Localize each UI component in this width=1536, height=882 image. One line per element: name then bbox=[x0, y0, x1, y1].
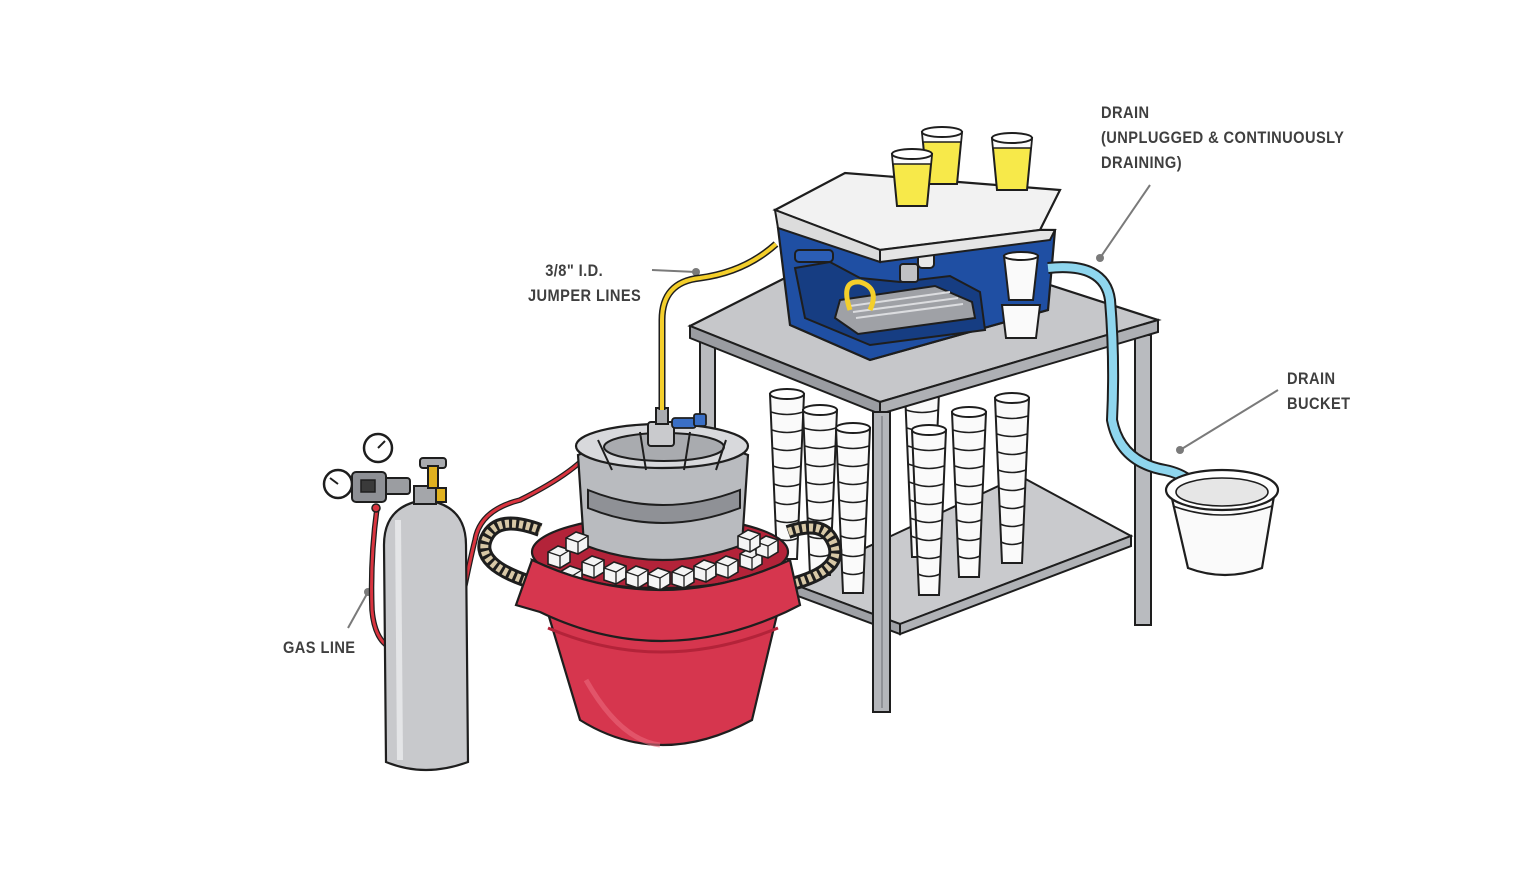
drain-label-line-3: DRAINING) bbox=[1101, 153, 1183, 172]
gas-line-label-line-1: GAS LINE bbox=[283, 638, 356, 657]
ice-tub-front bbox=[514, 557, 802, 748]
jumper-line bbox=[658, 241, 779, 410]
leader-lines bbox=[347, 184, 1279, 629]
drain-label: DRAIN (UNPLUGGED & CONTINUOUSLY DRAINING… bbox=[1101, 100, 1344, 175]
beer-keg bbox=[574, 407, 750, 562]
jumper-lines-label-line-1: 3/8" I.D. bbox=[545, 261, 604, 280]
jumper-lines-label: 3/8" I.D. JUMPER LINES bbox=[528, 258, 641, 308]
co2-tank bbox=[322, 432, 470, 772]
drain-bucket bbox=[1164, 468, 1280, 577]
jumper-lines-label-line-2: JUMPER LINES bbox=[528, 286, 642, 305]
drain-hose bbox=[1047, 261, 1211, 505]
drain-bucket-label: DRAIN BUCKET bbox=[1287, 366, 1351, 416]
drain-label-line-1: DRAIN bbox=[1101, 103, 1150, 122]
gas-line-label: GAS LINE bbox=[283, 635, 355, 660]
drain-bucket-label-line-1: DRAIN bbox=[1287, 369, 1336, 388]
drain-bucket-label-line-2: BUCKET bbox=[1287, 394, 1351, 413]
drain-label-line-2: (UNPLUGGED & CONTINUOUSLY bbox=[1101, 128, 1345, 147]
jockey-box-cooler bbox=[772, 171, 1062, 362]
